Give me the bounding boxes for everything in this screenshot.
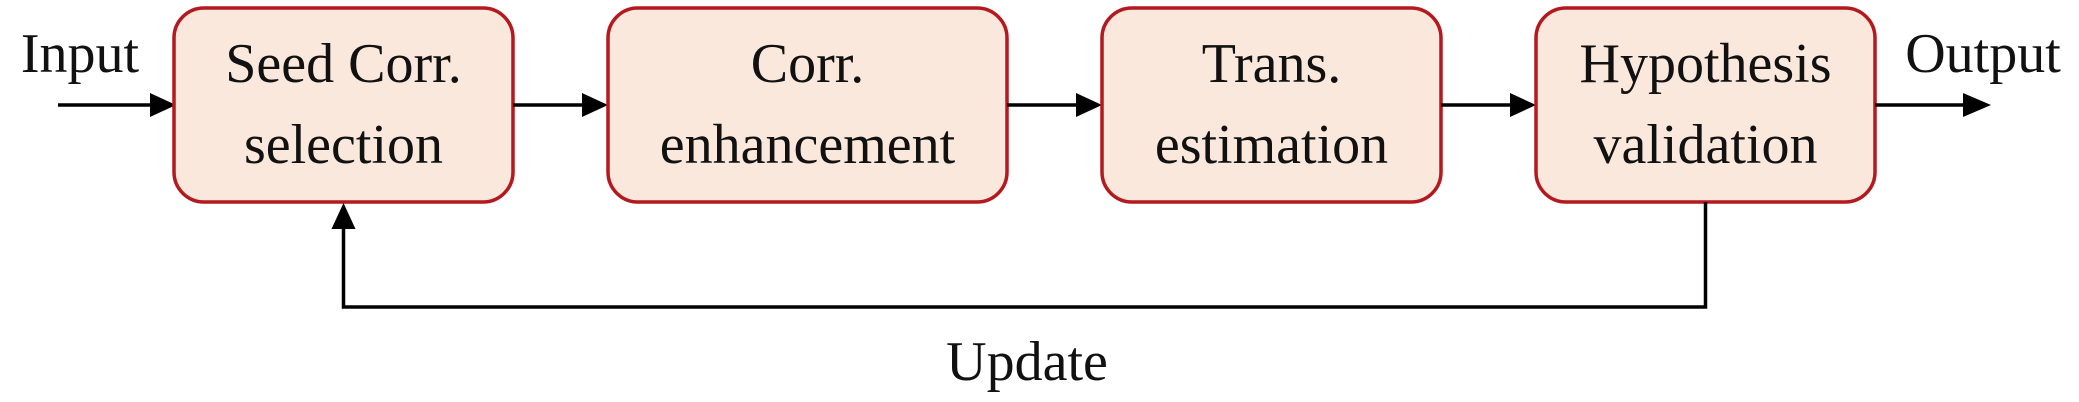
arrow-box2-box3-head (1076, 93, 1102, 117)
box-hypothesis-validation-line1: Hypothesis (1580, 33, 1832, 95)
box-seed-corr-selection-line2: selection (244, 114, 443, 176)
box-trans-estimation-line2: estimation (1155, 114, 1388, 176)
output-label: Output (1905, 23, 2061, 85)
arrow-box1-box2-head (582, 93, 608, 117)
feedback-loop-line (341, 202, 1708, 309)
box-corr-enhancement-line2: enhancement (660, 114, 956, 176)
output-arrow-head (1963, 93, 1991, 117)
box-hypothesis-validation: Hypothesis validation (1534, 6, 1877, 204)
box-corr-enhancement: Corr. enhancement (606, 6, 1009, 204)
feedback-loop-arrow-head (331, 203, 356, 229)
box-seed-corr-selection-line1: Seed Corr. (225, 33, 461, 95)
box-trans-estimation-line1: Trans. (1202, 33, 1342, 95)
input-label: Input (21, 23, 140, 85)
arrow-box3-box4-head (1510, 93, 1536, 117)
box-hypothesis-validation-line2: validation (1594, 114, 1818, 176)
box-trans-estimation: Trans. estimation (1100, 6, 1443, 204)
box-seed-corr-selection: Seed Corr. selection (172, 6, 515, 204)
input-arrow-head (150, 93, 176, 117)
feedback-label: Update (946, 331, 1108, 393)
box-corr-enhancement-line1: Corr. (751, 33, 865, 95)
